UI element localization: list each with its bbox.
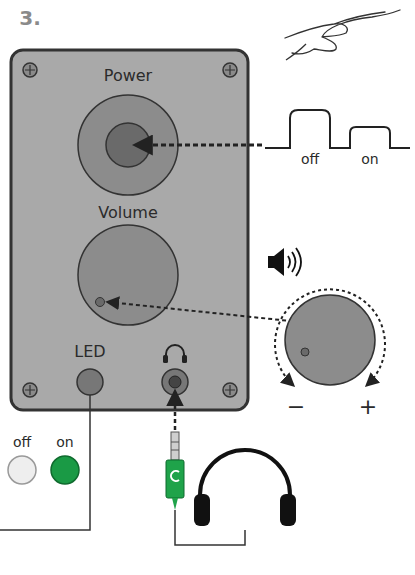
direction-sign: −	[287, 395, 305, 419]
state-label: on	[56, 435, 73, 450]
state-label: off	[13, 435, 31, 450]
state-label: off	[301, 152, 319, 167]
control-label: Power	[104, 67, 152, 85]
control-label: Volume	[98, 204, 158, 222]
step-number: 3.	[19, 7, 41, 29]
direction-sign: +	[359, 395, 377, 419]
control-label: LED	[74, 343, 105, 361]
state-label: on	[361, 152, 378, 167]
